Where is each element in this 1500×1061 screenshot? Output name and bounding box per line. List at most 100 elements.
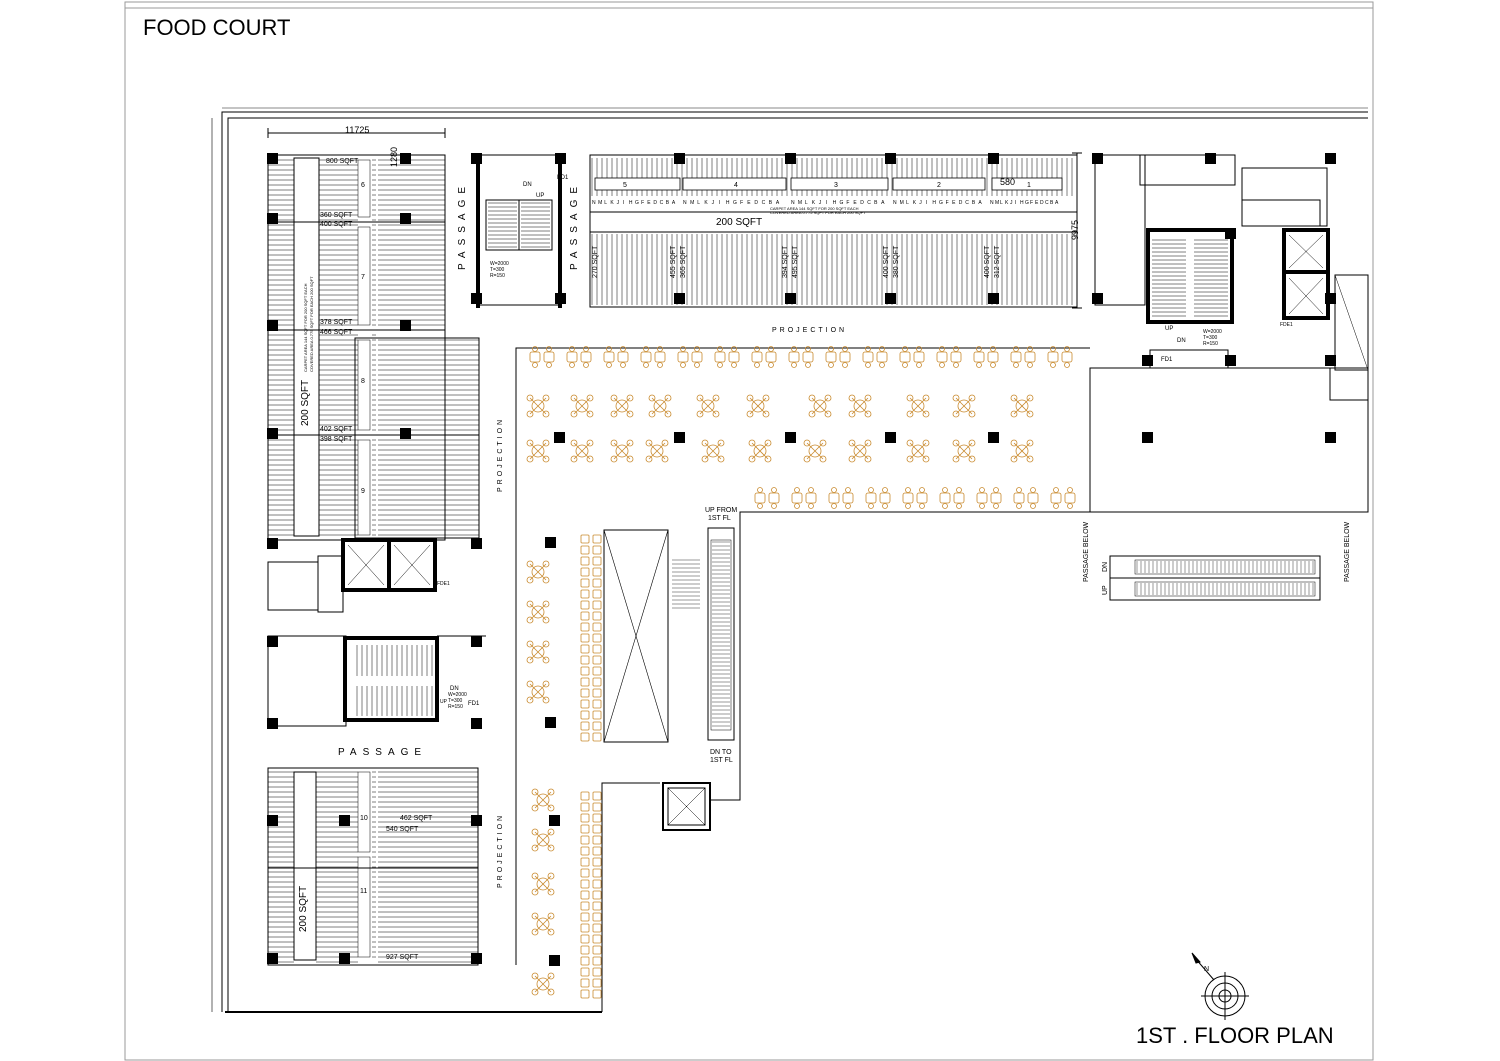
chair xyxy=(916,346,922,352)
column xyxy=(471,718,482,729)
table-pair xyxy=(529,346,555,368)
table xyxy=(939,492,951,504)
chair xyxy=(570,439,578,447)
shop-5-number: 5 xyxy=(623,182,627,189)
column xyxy=(267,153,278,164)
chair xyxy=(531,972,539,980)
shop-6-number: 6 xyxy=(361,182,365,189)
shop-4-area-b: 365 SQFT xyxy=(680,245,687,278)
chair xyxy=(542,680,550,688)
table xyxy=(592,677,602,687)
outer-walls xyxy=(211,107,1368,1013)
chair-link xyxy=(534,791,552,809)
chair xyxy=(1010,394,1018,402)
chair xyxy=(1026,410,1034,418)
table xyxy=(592,534,602,544)
top-stair-fd1: FD1 xyxy=(557,175,569,181)
chair-link xyxy=(1013,397,1031,415)
column xyxy=(885,432,896,443)
table xyxy=(990,492,1002,504)
escalator-dn-label: DN xyxy=(1102,561,1109,572)
chair-link xyxy=(534,831,552,849)
stall-letter: E xyxy=(952,200,956,206)
column xyxy=(785,432,796,443)
stall-letter: K xyxy=(811,200,816,206)
chair xyxy=(831,503,837,509)
table xyxy=(592,934,602,944)
table xyxy=(580,857,590,867)
left-stair-r: R=150 xyxy=(448,704,463,710)
round-table xyxy=(531,912,555,936)
shop-6-area-top: 800 SQFT xyxy=(326,158,359,165)
chair-link xyxy=(811,397,829,415)
chair xyxy=(771,487,777,493)
left-shop-hatching xyxy=(268,159,479,963)
table xyxy=(592,556,602,566)
chair xyxy=(803,439,811,447)
chair xyxy=(979,487,985,493)
chair xyxy=(906,455,914,463)
stall-letter: N xyxy=(893,200,897,206)
table xyxy=(592,989,602,999)
round-table xyxy=(696,394,720,418)
chair xyxy=(842,362,848,368)
stall-letter: I xyxy=(825,200,828,206)
table-pair xyxy=(714,346,740,368)
chair xyxy=(922,439,930,447)
column xyxy=(471,153,482,164)
chair xyxy=(746,410,754,418)
table xyxy=(865,492,877,504)
chair xyxy=(661,455,669,463)
table xyxy=(531,444,545,458)
table xyxy=(1015,444,1029,458)
table xyxy=(913,351,925,363)
table xyxy=(592,710,602,720)
column xyxy=(549,815,560,826)
table xyxy=(976,492,988,504)
chair xyxy=(526,616,534,624)
chair xyxy=(606,346,612,352)
chair xyxy=(626,455,634,463)
dimension-gap-small: 580 xyxy=(1000,177,1016,187)
stall-letter: M xyxy=(598,200,603,206)
chair xyxy=(542,410,550,418)
chair xyxy=(762,394,770,402)
table xyxy=(536,793,550,807)
table xyxy=(531,399,545,413)
table xyxy=(580,699,590,709)
chair xyxy=(803,455,811,463)
table xyxy=(592,666,602,676)
right-stair-w: W=2000 xyxy=(1203,329,1222,335)
chair xyxy=(526,576,534,584)
table xyxy=(808,444,822,458)
dimension-width-top: 11725 xyxy=(345,125,370,135)
left-stair-treads xyxy=(356,645,438,716)
chair xyxy=(643,362,649,368)
table-pair xyxy=(640,346,666,368)
column xyxy=(471,815,482,826)
table xyxy=(911,444,925,458)
chair xyxy=(664,394,672,402)
chair xyxy=(905,503,911,509)
sheet-frame xyxy=(124,1,1374,1061)
column xyxy=(988,153,999,164)
table xyxy=(575,444,589,458)
chair xyxy=(1067,487,1073,493)
stall-letter: I xyxy=(622,200,625,206)
right-stair-fd1: FD1 xyxy=(1161,357,1173,363)
chair xyxy=(1013,362,1019,368)
counter-box xyxy=(357,439,371,536)
stall-letter: K xyxy=(610,200,614,206)
stall-counter xyxy=(594,177,681,191)
table xyxy=(592,791,602,801)
stall-letter: D xyxy=(860,200,864,206)
table-pair xyxy=(936,346,962,368)
chair xyxy=(680,362,686,368)
projection-label-top: PROJECTION xyxy=(772,327,848,334)
chair xyxy=(645,455,653,463)
table xyxy=(592,721,602,731)
table xyxy=(592,857,602,867)
north-label: N xyxy=(1204,966,1210,973)
chair xyxy=(968,394,976,402)
chair-link xyxy=(529,563,547,581)
